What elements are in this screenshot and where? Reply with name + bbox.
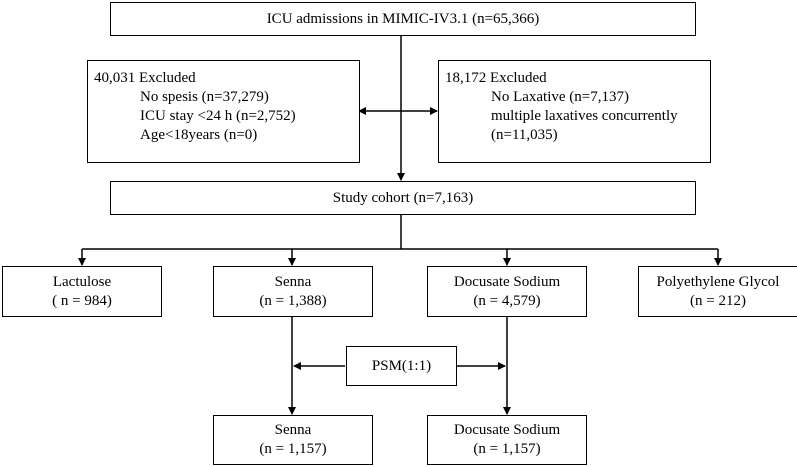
matched-box-docusate: Docusate Sodium (n = 1,157)	[427, 415, 587, 465]
group-box-docusate: Docusate Sodium (n = 4,579)	[427, 266, 587, 317]
group-name: Docusate Sodium	[453, 273, 561, 290]
group-name: Senna	[274, 273, 312, 290]
group-box-lactulose: Lactulose ( n = 984)	[2, 266, 162, 317]
group-name: Lactulose	[52, 273, 112, 290]
exclusion-right-item: No Laxative (n=7,137)	[491, 89, 630, 105]
exclusion-left-item: ICU stay <24 h (n=2,752)	[140, 108, 296, 124]
group-count: (n = 4,579)	[473, 292, 541, 309]
group-count: ( n = 984)	[52, 292, 112, 309]
exclusion-right-title: 18,172 Excluded	[445, 70, 547, 86]
admissions-box: ICU admissions in MIMIC-IV3.1 (n=65,366)	[110, 2, 696, 36]
psm-box: PSM(1:1)	[346, 346, 457, 386]
exclusion-right-item: multiple laxatives concurrently	[491, 108, 678, 124]
psm-label: PSM(1:1)	[371, 357, 432, 374]
exclusion-left-item: Age<18years (n=0)	[140, 127, 258, 143]
matched-box-senna: Senna (n = 1,157)	[213, 415, 373, 465]
cohort-label: Study cohort (n=7,163)	[332, 189, 474, 206]
admissions-label: ICU admissions in MIMIC-IV3.1 (n=65,366)	[266, 10, 540, 27]
group-box-polyethylene-glycol: Polyethylene Glycol (n = 212)	[638, 266, 797, 317]
group-name: Polyethylene Glycol	[656, 273, 780, 290]
group-count: (n = 212)	[690, 292, 746, 309]
matched-count: (n = 1,157)	[259, 441, 327, 457]
exclusion-left-title: 40,031 Excluded	[94, 70, 196, 86]
exclusion-right-item: (n=11,035)	[491, 127, 558, 143]
cohort-box: Study cohort (n=7,163)	[110, 181, 696, 215]
exclusion-right-box: 18,172 Excluded No Laxative (n=7,137) mu…	[438, 60, 711, 163]
exclusion-left-box: 40,031 Excluded No spesis (n=37,279) ICU…	[87, 60, 360, 163]
matched-name: Docusate Sodium	[453, 422, 561, 438]
exclusion-left-item: No spesis (n=37,279)	[140, 89, 269, 105]
matched-count: (n = 1,157)	[473, 441, 541, 457]
matched-name: Senna	[274, 422, 312, 438]
group-box-senna: Senna (n = 1,388)	[213, 266, 373, 317]
group-count: (n = 1,388)	[259, 292, 327, 309]
